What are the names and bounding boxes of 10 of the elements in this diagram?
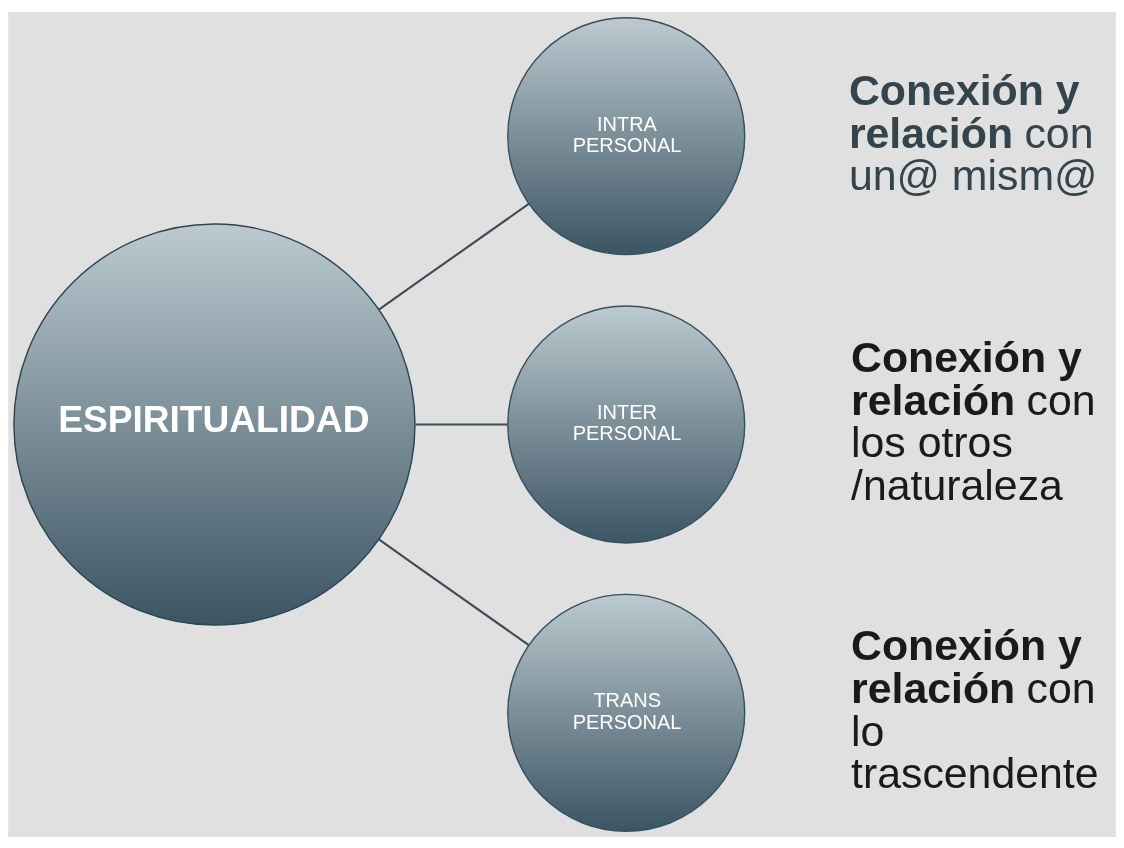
node-label: Conexión y relación con un@ mism@ [848, 65, 1098, 199]
connector [378, 538, 530, 646]
node-circle: TRANS PERSONAL [507, 593, 746, 832]
node-label: Conexión y relación con los otros /naturaleza [851, 332, 1096, 509]
node-circle: INTRA PERSONAL [507, 16, 746, 255]
node-circle: INTER PERSONAL [507, 304, 746, 544]
connector [378, 202, 530, 310]
node-circle: ESPIRITUALIDAD [13, 222, 416, 626]
connector [415, 422, 508, 426]
node-label: Conexión y relación con lo trascendente [851, 620, 1099, 797]
